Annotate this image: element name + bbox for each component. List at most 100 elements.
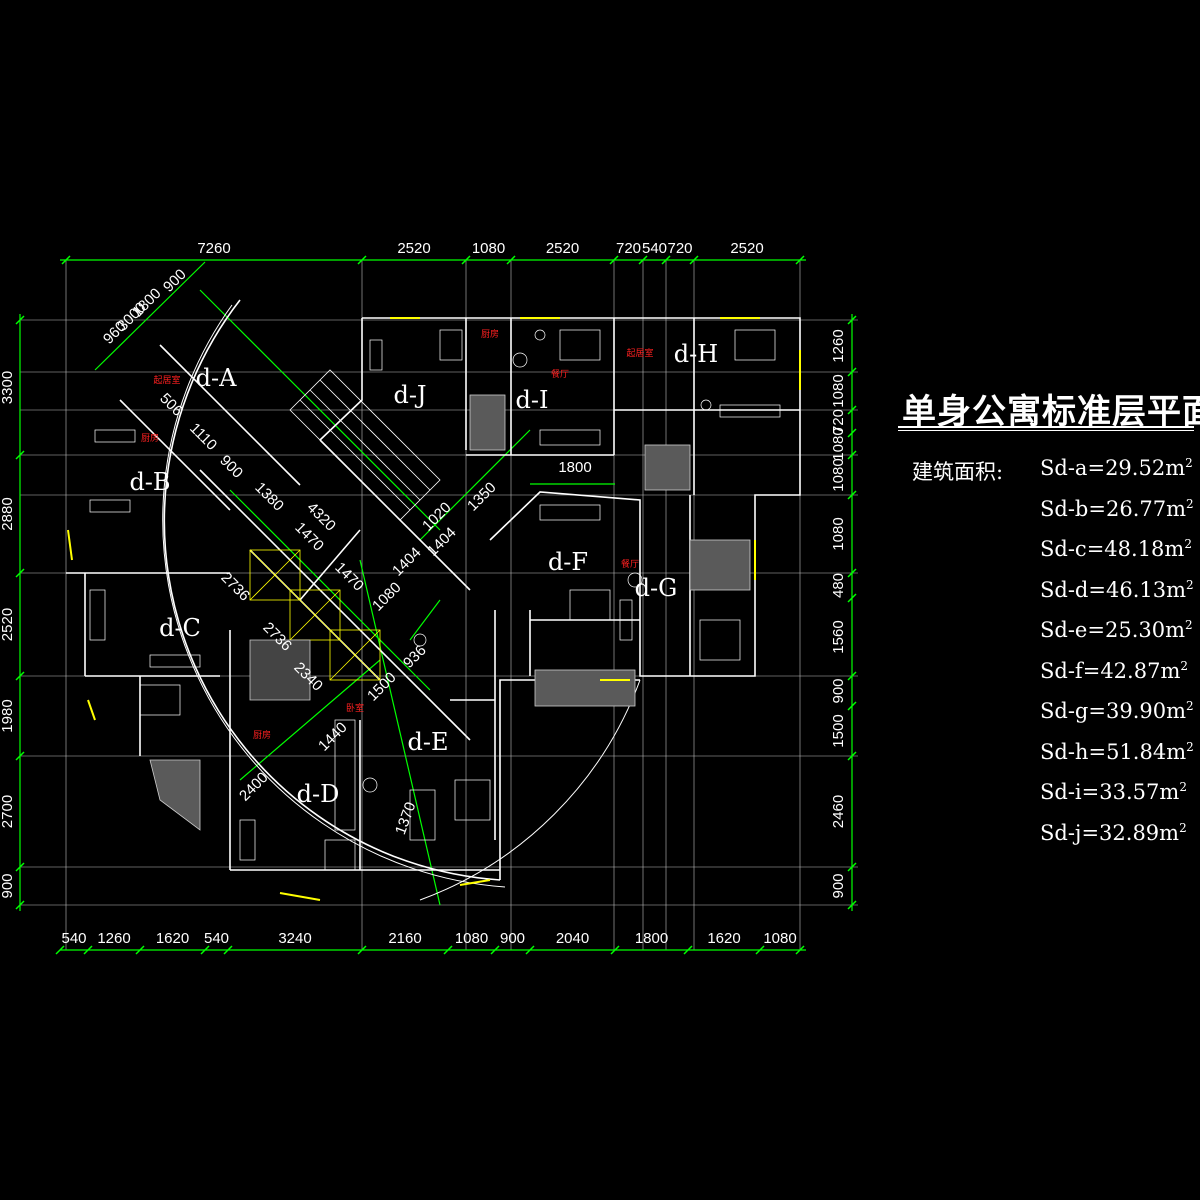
- area-value: 42.87: [1100, 658, 1161, 683]
- area-item: Sd-g=39.90m2: [1040, 699, 1194, 723]
- area-unit-exponent: 2: [1186, 699, 1194, 713]
- dimension-tick: [847, 450, 857, 460]
- area-item: Sd-f=42.87m2: [1040, 658, 1188, 683]
- area-unit-exponent: 2: [1179, 780, 1187, 794]
- dimension-tick: [847, 367, 857, 377]
- area-unit: m: [1164, 537, 1185, 561]
- diagonal-dimension-text: 1404: [389, 544, 425, 580]
- dimension-tick: [847, 428, 857, 438]
- room-label: 厨房: [141, 432, 159, 444]
- area-unit: m: [1159, 820, 1180, 845]
- dimension-text: 1260: [830, 329, 847, 362]
- area-unit: m: [1160, 658, 1181, 683]
- dimension-tick: [689, 255, 699, 265]
- dimension-tick: [55, 945, 65, 955]
- title-underline: [898, 426, 1194, 428]
- dimension-text: 3300: [0, 371, 16, 404]
- room-label: 起居室: [153, 374, 180, 386]
- area-value: 32.89: [1099, 820, 1160, 845]
- area-value: 46.13: [1105, 577, 1167, 602]
- dimension-text: 900: [830, 873, 847, 898]
- diagonal-dimension-text: 1800: [558, 459, 591, 476]
- unit-label: d-E: [408, 728, 449, 756]
- dimension-tick: [795, 255, 805, 265]
- dimension-text: 1560: [830, 620, 847, 653]
- dimension-tick: [15, 671, 25, 681]
- dimension-tick: [15, 568, 25, 578]
- area-value: 25.30: [1104, 618, 1166, 642]
- grid-lines: [20, 260, 858, 950]
- dimension-text: 3240: [278, 930, 311, 947]
- dimension-tick: [461, 255, 471, 265]
- area-unit-exponent: 2: [1179, 820, 1187, 835]
- area-item: Sd-j=32.89m2: [1040, 820, 1187, 845]
- stair-core: [249, 369, 441, 681]
- dimension-text: 2160: [388, 930, 421, 947]
- dimension-tick: [795, 945, 805, 955]
- dimension-text: 1080: [830, 374, 847, 407]
- diagonal-dimension-text: 2736: [217, 569, 253, 605]
- dimension-tick: [847, 671, 857, 681]
- dimension-text: 1080: [830, 427, 847, 460]
- area-value: 26.77: [1105, 496, 1167, 521]
- title-underline-thin: [898, 430, 1194, 431]
- area-name: Sd-f: [1040, 658, 1083, 683]
- dimension-tick: [847, 751, 857, 761]
- dimension-text: 1980: [0, 699, 16, 732]
- dimension-text: 7260: [197, 240, 230, 257]
- area-unit-exponent: 2: [1185, 618, 1193, 632]
- dimension-tick: [357, 255, 367, 265]
- area-name: Sd-g: [1040, 699, 1089, 723]
- dimension-text: 2040: [556, 930, 589, 947]
- dimension-tick: [847, 405, 857, 415]
- dimension-tick: [200, 945, 210, 955]
- unit-label: d-C: [159, 614, 201, 642]
- dimension-tick: [61, 255, 71, 265]
- dimension-text: 540: [642, 240, 667, 257]
- dimension-tick: [443, 945, 453, 955]
- room-label: 餐厅: [551, 368, 569, 380]
- area-unit: m: [1166, 577, 1187, 602]
- dimension-text: 1080: [763, 930, 796, 947]
- dimension-tick: [847, 315, 857, 325]
- area-name: Sd-e: [1040, 618, 1088, 642]
- dimension-tick: [610, 945, 620, 955]
- dimension-lines: [19, 259, 853, 951]
- area-value: 39.90: [1105, 699, 1167, 723]
- dimension-tick: [83, 945, 93, 955]
- area-item: Sd-h=51.84m2: [1040, 739, 1194, 764]
- dimension-text: 540: [204, 930, 229, 947]
- dimension-text: 2460: [830, 795, 847, 828]
- room-label: 餐厅: [621, 558, 639, 570]
- area-item: Sd-a=29.52m2: [1040, 456, 1193, 480]
- dimension-tick: [755, 945, 765, 955]
- unit-label: d-F: [548, 548, 588, 576]
- area-unit: m: [1166, 699, 1187, 723]
- dimension-tick: [638, 255, 648, 265]
- unit-labels: d-Ad-Bd-Cd-Dd-Ed-Fd-Gd-Hd-Id-J: [129, 340, 718, 808]
- dimension-text: 2520: [0, 608, 16, 641]
- area-item: Sd-b=26.77m2: [1040, 496, 1194, 521]
- diagonal-dimension-text: 1500: [364, 669, 400, 705]
- area-unit-exponent: 2: [1180, 658, 1188, 673]
- area-name: Sd-i: [1040, 780, 1082, 804]
- unit-label: d-G: [635, 574, 678, 602]
- diagonal-dimension-text: 1380: [251, 479, 287, 515]
- balconies: [149, 394, 751, 831]
- dimension-text: 480: [830, 573, 847, 598]
- dimension-tick: [609, 255, 619, 265]
- area-name: Sd-a: [1040, 456, 1088, 480]
- area-unit: m: [1165, 456, 1186, 480]
- dimension-text: 1080: [455, 930, 488, 947]
- dimension-tick: [15, 900, 25, 910]
- unit-label: d-B: [129, 468, 170, 496]
- dimension-tick: [490, 945, 500, 955]
- room-label: 起居室: [626, 347, 653, 359]
- dimension-text: 900: [0, 873, 16, 898]
- dimension-text: 900: [830, 678, 847, 703]
- dimension-text: 2520: [397, 240, 430, 257]
- dimension-tick: [847, 568, 857, 578]
